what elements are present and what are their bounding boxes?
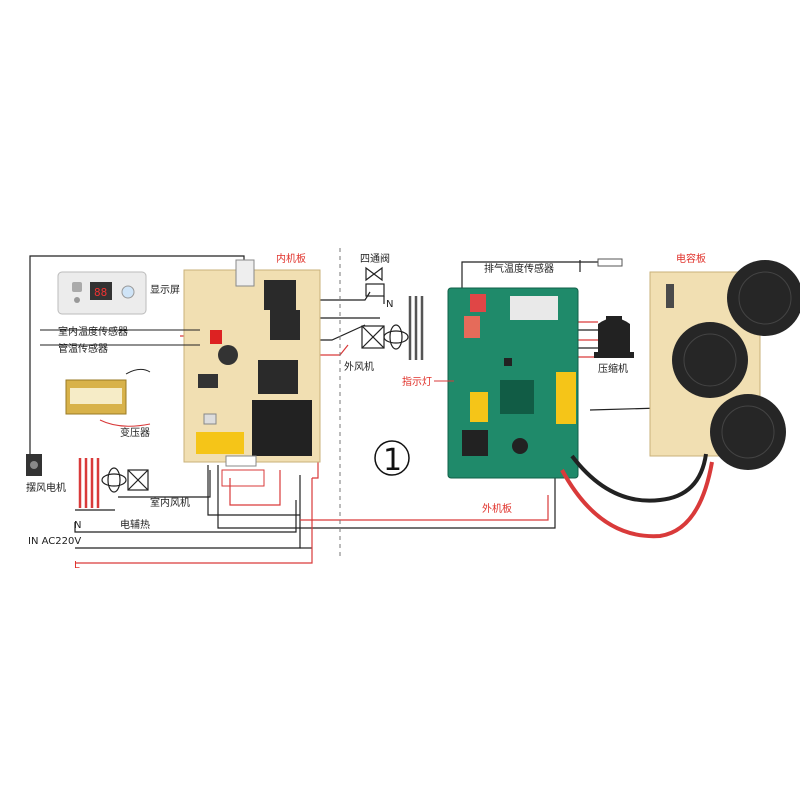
display-label: 显示屏 xyxy=(150,284,180,296)
electric-heat-label: 电辅热 xyxy=(120,518,150,531)
outdoor-fan-label: 外风机 xyxy=(344,360,374,373)
indicator-label: 指示灯 xyxy=(402,375,432,388)
indoor-board-label: 内机板 xyxy=(276,252,306,265)
four-way-valve-symbol xyxy=(365,266,385,304)
outdoor-board xyxy=(447,287,579,479)
power-in-label: IN AC220V xyxy=(28,536,81,547)
swing-motor xyxy=(26,454,42,476)
compressor-symbol xyxy=(594,316,634,358)
indoor-fan-label: 室内风机 xyxy=(150,496,190,509)
n-label: N xyxy=(74,520,81,531)
outdoor-board-label: 外机板 xyxy=(482,502,512,515)
compressor-label: 压缩机 xyxy=(598,362,628,375)
indoor-fan-symbol xyxy=(101,467,149,493)
svg-text:88: 88 xyxy=(94,286,107,299)
swing-motor-label: 摆风电机 xyxy=(26,481,66,494)
dc-wire-black xyxy=(570,453,708,503)
section-circle xyxy=(374,440,410,476)
exhaust-sensor-label: 排气温度传感器 xyxy=(484,262,554,275)
indoor-board xyxy=(183,259,321,467)
black-wires xyxy=(29,255,681,549)
l-label: L xyxy=(74,560,80,571)
fuse-block xyxy=(221,469,265,487)
display-panel: 88 xyxy=(57,271,147,315)
section-number: 1 xyxy=(383,443,402,478)
exhaust-sensor-probe xyxy=(597,258,623,267)
room-temp-sensor-label: 室内温度传感器 xyxy=(58,325,128,338)
heat-coil xyxy=(78,458,100,508)
pipe-temp-sensor-label: 管温传感器 xyxy=(58,342,108,355)
outdoor-fan-symbol xyxy=(361,324,409,350)
condenser-coil xyxy=(408,296,424,360)
transformer-label: 变压器 xyxy=(120,426,150,439)
four-way-valve-label: 四通阀 xyxy=(360,252,390,265)
capacitor-board xyxy=(649,260,800,470)
transformer xyxy=(65,368,151,427)
capacitor-board-label: 电容板 xyxy=(676,252,706,265)
valve-n-label: N xyxy=(386,299,393,310)
red-wires xyxy=(75,321,598,564)
dc-wire-red xyxy=(560,461,714,539)
